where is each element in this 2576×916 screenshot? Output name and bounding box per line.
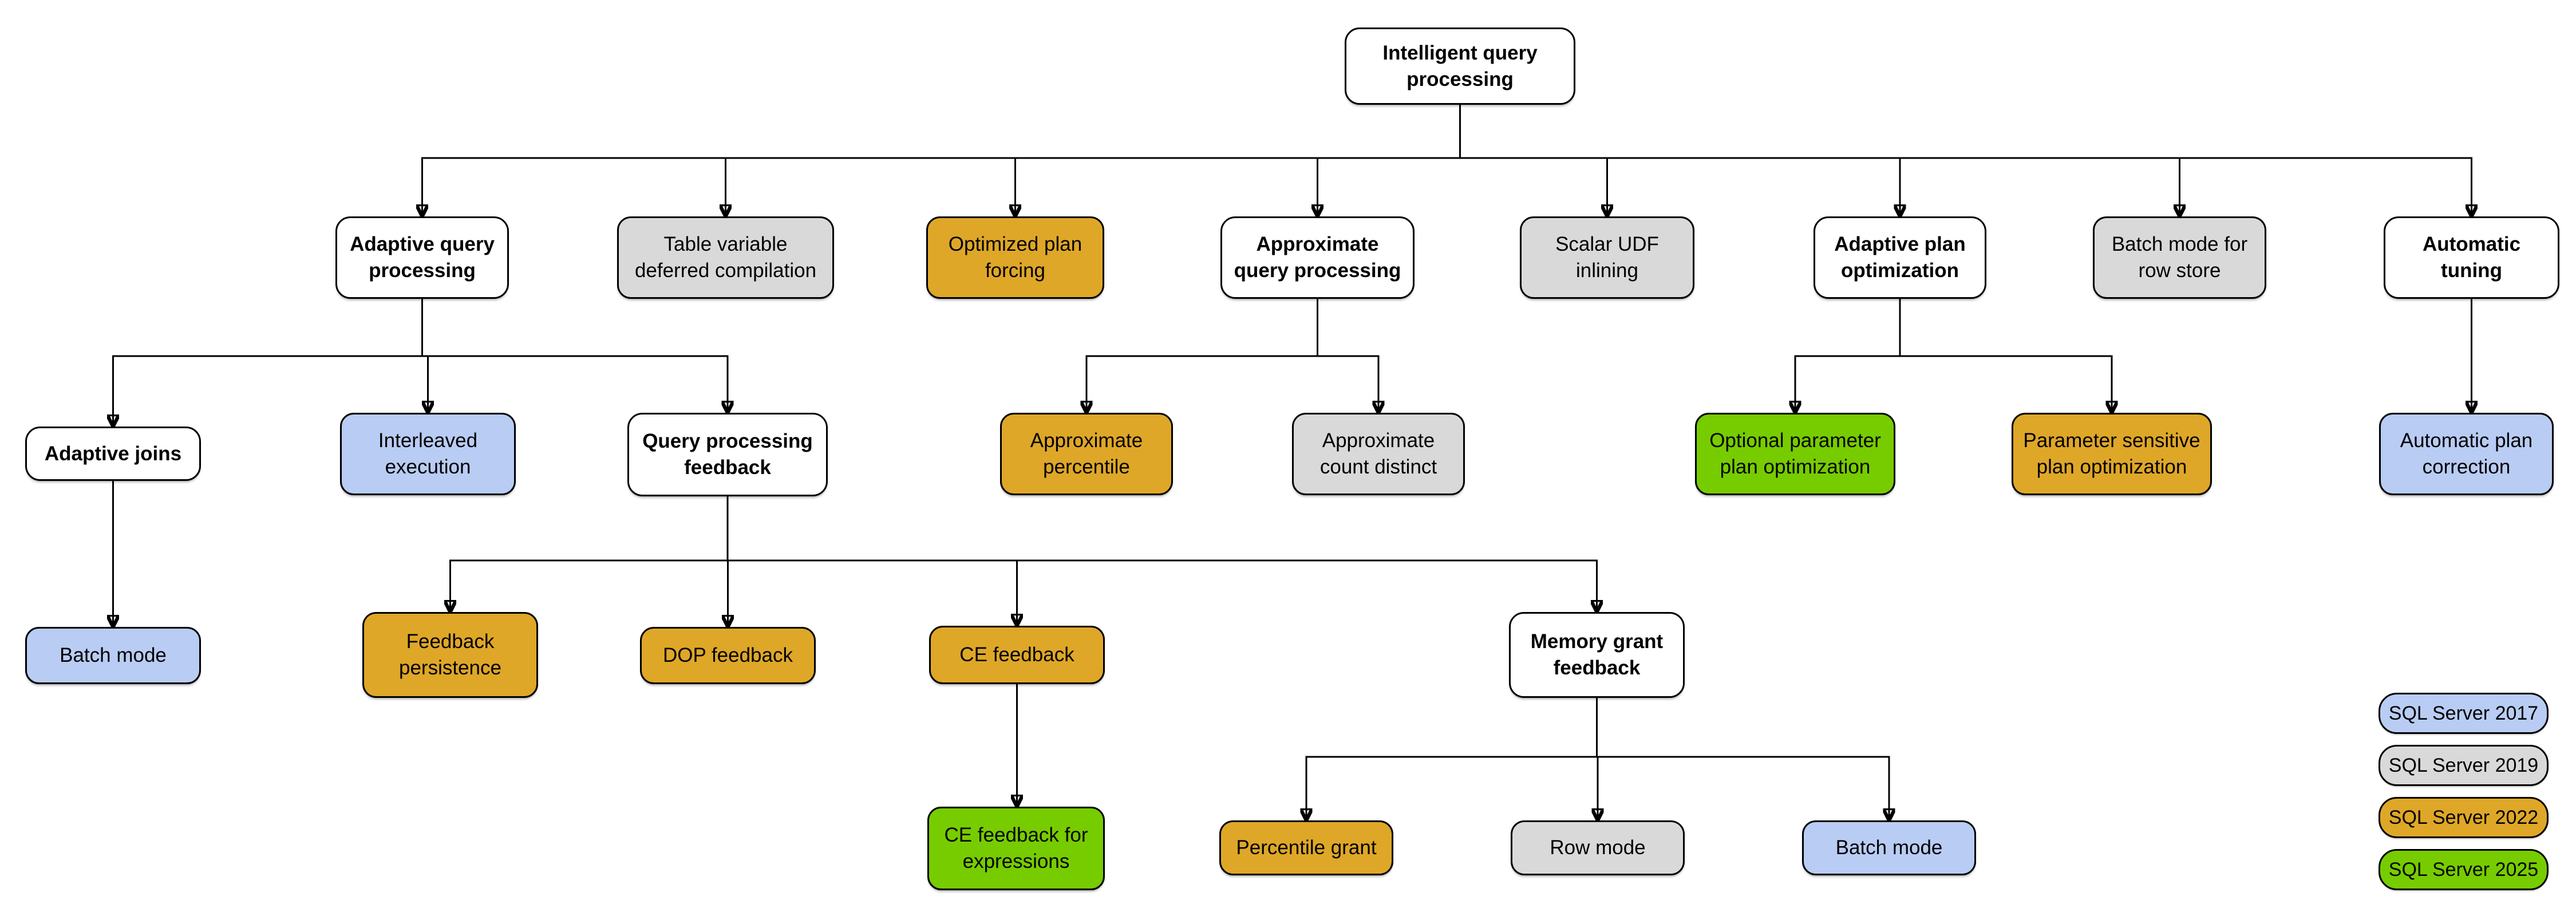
node-sudf: Scalar UDF inlining [1520, 216, 1694, 299]
node-bm4: Batch mode [25, 627, 201, 684]
node-label-pg: Percentile grant [1236, 836, 1377, 859]
node-fp: Feedback persistence [362, 612, 538, 698]
node-ie: Interleaved execution [340, 413, 516, 495]
node-rm: Row mode [1511, 820, 1685, 875]
node-at: Automatic tuning [2384, 216, 2559, 299]
node-label-opf: Optimized plan forcing [948, 233, 1082, 282]
node-label-apct: Approximate percentile [1030, 429, 1143, 478]
legend-item-2019: SQL Server 2019 [2379, 745, 2549, 786]
node-label-bm4: Batch mode [60, 644, 167, 666]
node-root: Intelligent query processing [1345, 27, 1575, 105]
node-apo: Adaptive plan optimization [1814, 216, 1986, 299]
legend-item-2017: SQL Server 2017 [2379, 693, 2549, 734]
legend-label-2017: SQL Server 2017 [2388, 702, 2539, 724]
node-label-dop: DOP feedback [663, 644, 793, 666]
node-label-pspo: Parameter sensitive plan optimization [2023, 429, 2200, 478]
node-aqproc: Approximate query processing [1220, 216, 1415, 299]
node-label-mgf: Memory grant feedback [1530, 630, 1664, 679]
node-qpf: Query processing feedback [627, 413, 828, 496]
node-label-sudf: Scalar UDF inlining [1555, 233, 1659, 282]
node-label-at: Automatic tuning [2422, 233, 2521, 282]
node-label-cef: CE feedback [959, 643, 1074, 666]
node-label-apc: Automatic plan correction [2400, 429, 2533, 478]
node-pspo: Parameter sensitive plan optimization [2012, 413, 2212, 495]
legend-label-2025: SQL Server 2025 [2388, 858, 2539, 881]
node-label-apo: Adaptive plan optimization [1834, 233, 1966, 282]
node-pg: Percentile grant [1219, 820, 1393, 875]
node-tvdc: Table variable deferred compilation [617, 216, 834, 299]
node-label-aqproc: Approximate query processing [1234, 233, 1401, 282]
node-apc: Automatic plan correction [2379, 413, 2554, 495]
node-cefe: CE feedback for expressions [927, 807, 1105, 890]
node-apct: Approximate percentile [1000, 413, 1173, 495]
node-aj: Adaptive joins [25, 427, 201, 481]
node-acd: Approximate count distinct [1292, 413, 1465, 495]
node-label-root: Intelligent query processing [1382, 41, 1538, 90]
node-mgf: Memory grant feedback [1509, 612, 1685, 698]
node-label-fp: Feedback persistence [399, 630, 501, 679]
node-label-bm5: Batch mode [1835, 836, 1943, 859]
node-bm5: Batch mode [1802, 820, 1976, 875]
legend-label-2019: SQL Server 2019 [2388, 754, 2539, 776]
node-label-qpf: Query processing feedback [642, 430, 813, 479]
node-dop: DOP feedback [640, 627, 816, 684]
node-cef: CE feedback [929, 626, 1105, 684]
node-label-ie: Interleaved execution [378, 429, 478, 478]
node-bmrs: Batch mode for row store [2093, 216, 2266, 299]
node-label-cefe: CE feedback for expressions [944, 824, 1088, 872]
node-label-tvdc: Table variable deferred compilation [634, 233, 817, 282]
node-label-bmrs: Batch mode for row store [2111, 233, 2248, 282]
node-opf: Optimized plan forcing [926, 216, 1104, 299]
node-label-oppo: Optional parameter plan optimization [1709, 429, 1881, 478]
legend-item-2025: SQL Server 2025 [2379, 849, 2549, 890]
legend-label-2022: SQL Server 2022 [2388, 806, 2539, 828]
legend-item-2022: SQL Server 2022 [2379, 797, 2549, 838]
node-label-acd: Approximate count distinct [1319, 429, 1437, 478]
node-label-aj: Adaptive joins [44, 442, 182, 465]
node-aqp: Adaptive query processing [335, 216, 509, 299]
node-label-rm: Row mode [1550, 836, 1646, 859]
node-oppo: Optional parameter plan optimization [1695, 413, 1895, 495]
node-label-aqp: Adaptive query processing [350, 233, 495, 282]
